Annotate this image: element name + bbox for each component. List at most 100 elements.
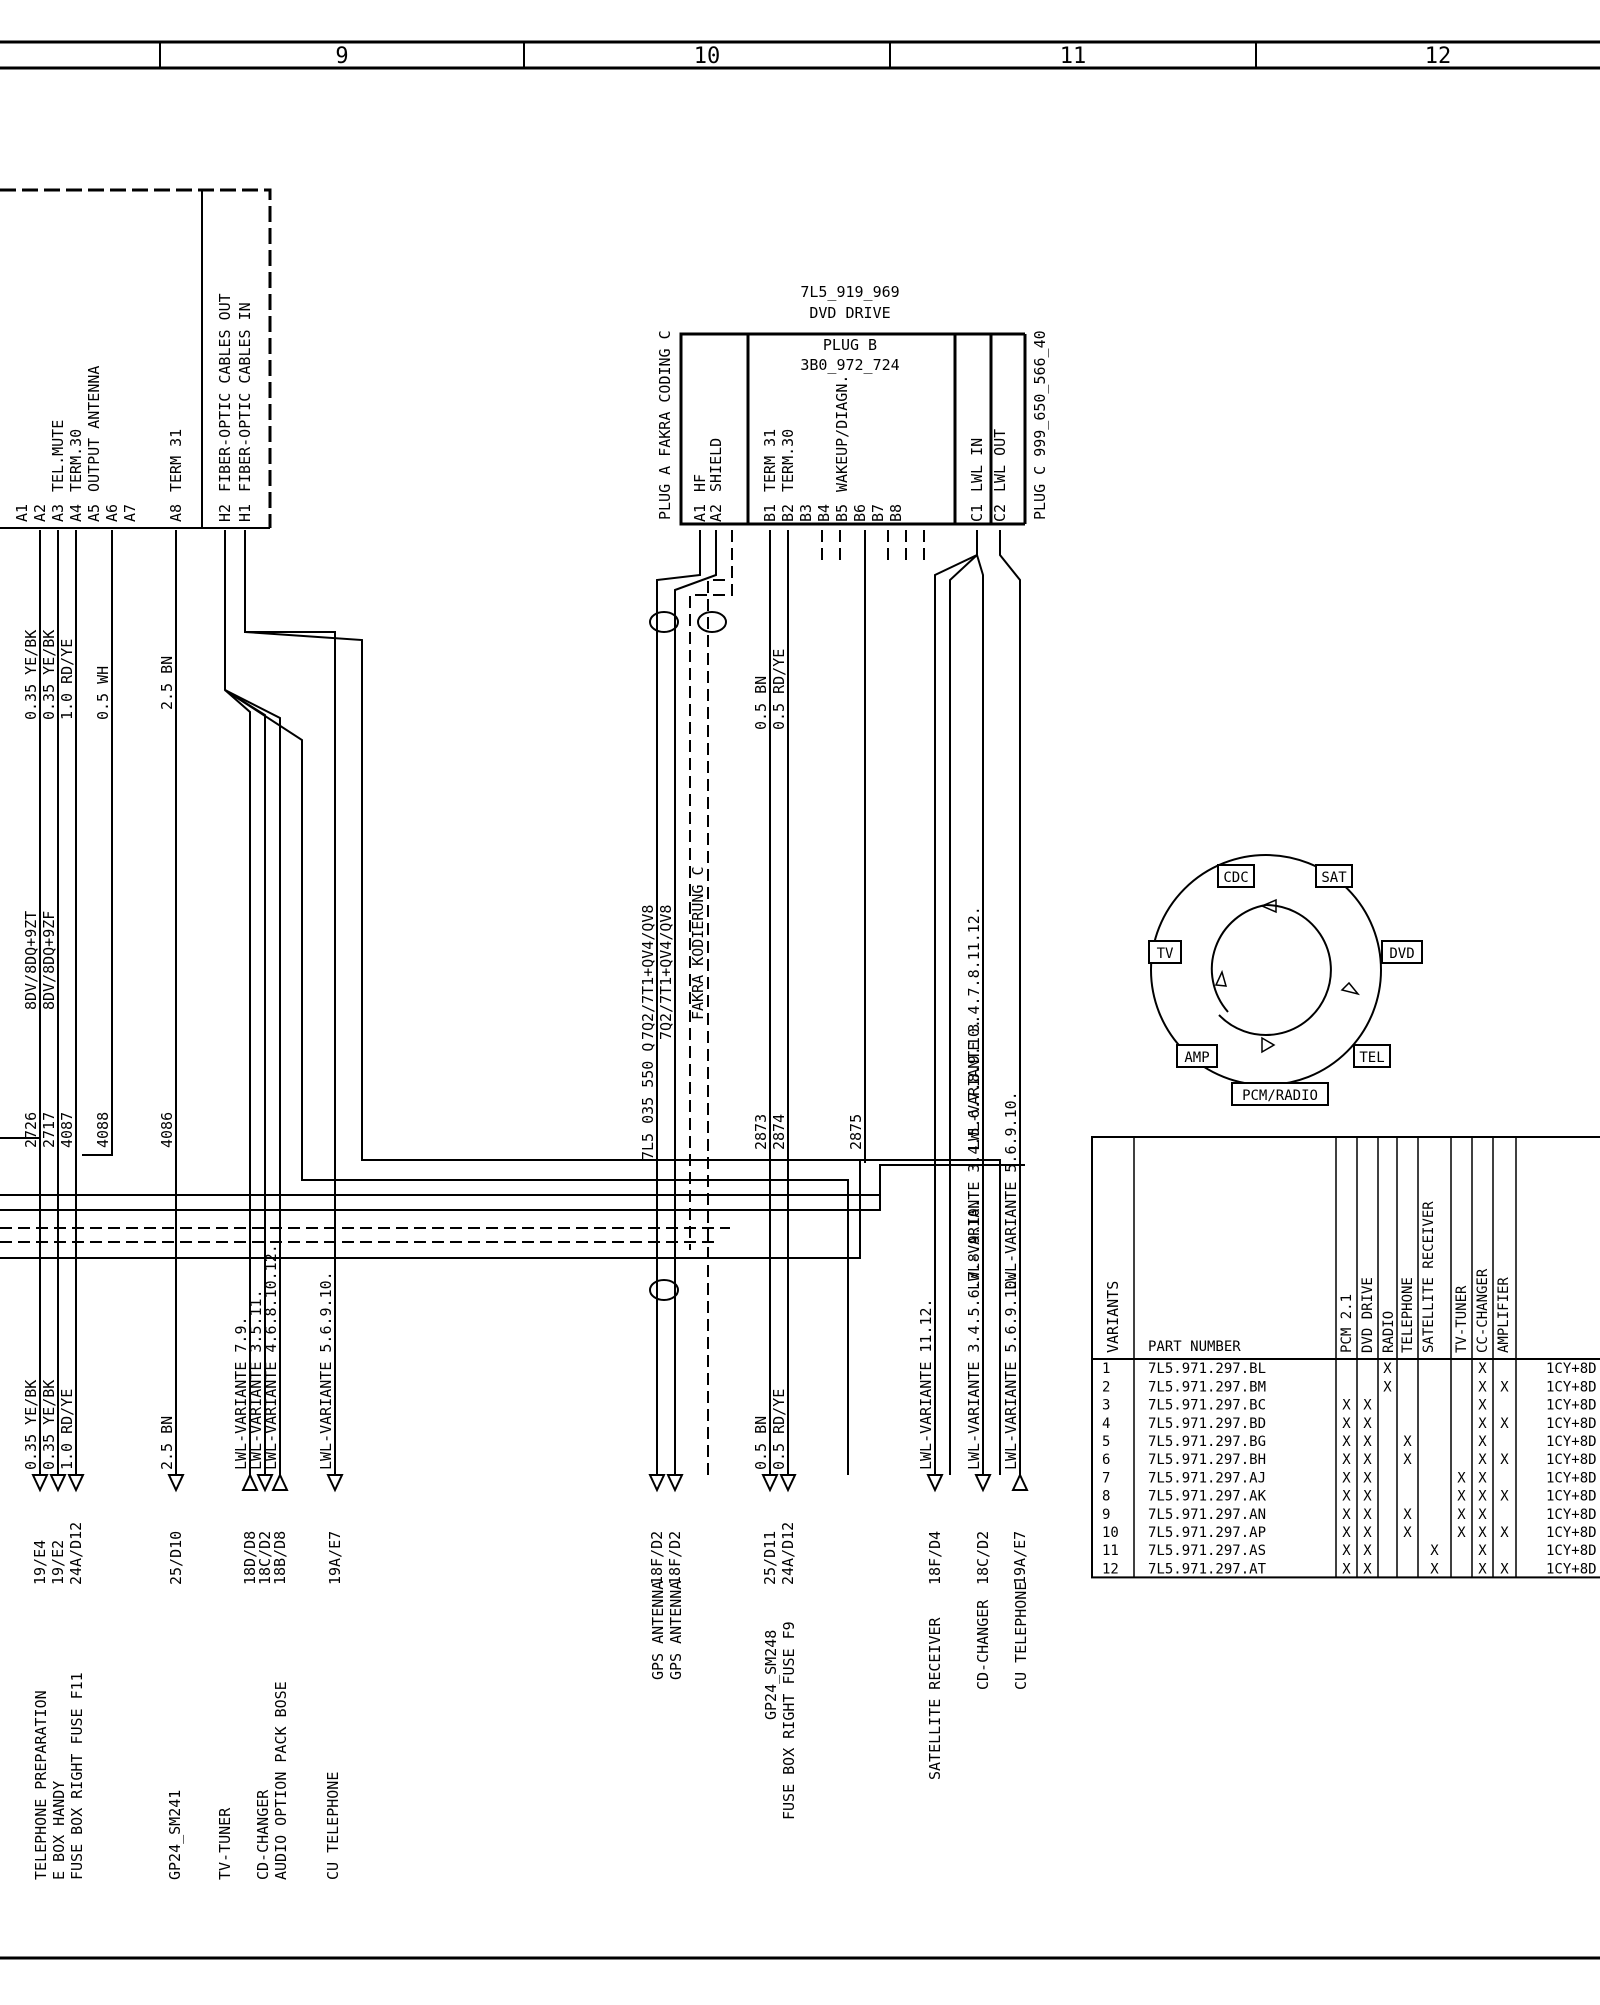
- variant-mark: X: [1363, 1398, 1372, 1414]
- variant-mark: X: [1363, 1489, 1372, 1505]
- variant-number: 6: [1102, 1452, 1110, 1468]
- variant-part-number: 7L5.971.297.AJ: [1148, 1470, 1266, 1486]
- destination-name: SATELLITE RECEIVER: [926, 1616, 944, 1780]
- variant-mark: X: [1478, 1543, 1487, 1559]
- variant-mark: X: [1363, 1434, 1372, 1450]
- ring-node-label: AMP: [1184, 1050, 1209, 1066]
- variant-mark: X: [1363, 1525, 1372, 1541]
- destination-name: CD-CHANGER: [254, 1789, 272, 1880]
- dvd-wire-label: 0.5 BN: [752, 676, 770, 730]
- variant-mark: X: [1342, 1525, 1351, 1541]
- variant-part-number: 7L5.971.297.AP: [1148, 1525, 1266, 1541]
- variant-mark: X: [1478, 1489, 1487, 1505]
- pin-label-A8: TERM 31: [167, 429, 185, 492]
- ring-node-label: PCM/RADIO: [1242, 1088, 1318, 1104]
- variant-mark: X: [1457, 1489, 1466, 1505]
- variant-mark: X: [1478, 1434, 1487, 1450]
- destination-ref: 25/D11: [761, 1531, 779, 1585]
- variant-mark: X: [1363, 1452, 1372, 1468]
- left-wire-terminals: [31, 1472, 344, 1493]
- pin-A8: A8: [167, 504, 185, 522]
- lwl-variant-lower: LWL-VARIANTE 11.12.: [917, 1298, 935, 1470]
- destination-name: CU TELEPHONE: [1012, 1582, 1030, 1690]
- variant-column-header: CC-CHANGER: [1475, 1268, 1491, 1353]
- wire-label-term31-lower: 2.5 BN: [158, 1416, 176, 1470]
- variant-column-header: AMPLIFIER: [1496, 1277, 1512, 1353]
- plug-b-pin-B7: B7: [869, 504, 887, 522]
- pin-label-A4: TERM.30: [67, 429, 85, 492]
- variant-mark: X: [1342, 1434, 1351, 1450]
- plug-a-label: PLUG A FAKRA CODING C: [656, 330, 674, 520]
- variant-part-number: 7L5.971.297.AT: [1148, 1561, 1267, 1577]
- dvd-wire-number: 2874: [770, 1114, 788, 1150]
- dvd-wire-number: 2875: [847, 1114, 865, 1150]
- variants-header: VARIANTS: [1104, 1281, 1122, 1353]
- wire-number: 2726: [22, 1112, 40, 1148]
- pin-A5: A5: [85, 504, 103, 522]
- plug-c-pin: C2: [991, 504, 1009, 522]
- variant-number: 12: [1102, 1561, 1119, 1577]
- variant-code: 1CY+8D: [1546, 1416, 1597, 1432]
- variant-column-header: SATELLITE RECEIVER: [1421, 1201, 1437, 1353]
- variant-mark: X: [1500, 1452, 1509, 1468]
- plug-a-pin-label: SHIELD: [707, 438, 725, 492]
- variant-mark: X: [1342, 1561, 1351, 1577]
- variant-number: 9: [1102, 1507, 1110, 1523]
- dvd-wire-number: 2873: [752, 1114, 770, 1150]
- left-wiring: [0, 530, 1025, 1493]
- destination-name: TV-TUNER: [216, 1807, 234, 1880]
- plug-b-pin-label-B5: WAKEUP/DIAGN.: [833, 375, 851, 492]
- variant-code: 1CY+8D: [1546, 1470, 1597, 1486]
- destination-ref: 24A/D12: [67, 1522, 85, 1585]
- variant-mark: X: [1383, 1379, 1392, 1395]
- grid-col-9: 9: [335, 44, 348, 69]
- ring-node-amp: AMP: [1176, 1044, 1218, 1068]
- variant-code: 1CY+8D: [1546, 1507, 1597, 1523]
- destination-name: TELEPHONE PREPARATION: [32, 1690, 50, 1880]
- wire-label-upper: 0.35 YE/BK: [22, 630, 40, 720]
- destination-name: FUSE BOX RIGHT FUSE F9: [780, 1621, 798, 1820]
- wire-label-lower: 0.35 YE/BK: [22, 1380, 40, 1470]
- part-number-header: PART NUMBER: [1148, 1339, 1241, 1355]
- grid-col-11: 11: [1060, 44, 1087, 69]
- variant-part-number: 7L5.971.297.AK: [1148, 1489, 1267, 1505]
- plug-b-pin-B3: B3: [797, 504, 815, 522]
- fiber-pin-label-H2: FIBER-OPTIC CABLES OUT: [216, 293, 234, 492]
- pin-A7: A7: [121, 504, 139, 522]
- option-code: 8DV/8DQ+9ZF: [40, 911, 58, 1010]
- wire-label-upper: 0.35 YE/BK: [40, 630, 58, 720]
- plug-b-pin-B6: B6: [851, 504, 869, 522]
- variant-column-header: TELEPHONE: [1400, 1277, 1416, 1353]
- dvd-wire-label: 0.5 RD/YE: [770, 649, 788, 730]
- variant-mark: X: [1342, 1543, 1351, 1559]
- ring-node-cdc: CDC: [1217, 864, 1255, 888]
- wire-number-term31: 4086: [158, 1112, 176, 1148]
- variant-mark: X: [1500, 1561, 1509, 1577]
- variant-mark: X: [1500, 1416, 1509, 1432]
- wire-label-term31: 2.5 BN: [158, 656, 176, 710]
- variant-mark: X: [1478, 1398, 1487, 1414]
- lwl-variant-mid: LWL-VARIANTE 3.4.5.6.7.8.9.10.: [965, 1019, 983, 1290]
- destination-ref: 18C/D2: [256, 1531, 274, 1585]
- ring-node-tel: TEL: [1353, 1044, 1391, 1068]
- plug-a-pin: A1: [691, 504, 709, 522]
- variant-column-header: PCM 2.1: [1339, 1294, 1355, 1353]
- dvd-name: DVD DRIVE: [809, 304, 890, 322]
- lwl-variant-mid: LWL-VARIANTE 5.6.9.10.: [1002, 1091, 1020, 1290]
- destination-name: GPS ANTENNA: [667, 1581, 685, 1680]
- ring-node-sat: SAT: [1315, 864, 1353, 888]
- dvd-part-number: 7L5_919_969: [800, 283, 899, 301]
- variant-number: 1: [1102, 1361, 1110, 1377]
- variant-code: 1CY+8D: [1546, 1434, 1597, 1450]
- plug-b-pin-B2: B2: [779, 504, 797, 522]
- ring-node-label: TV: [1157, 946, 1174, 962]
